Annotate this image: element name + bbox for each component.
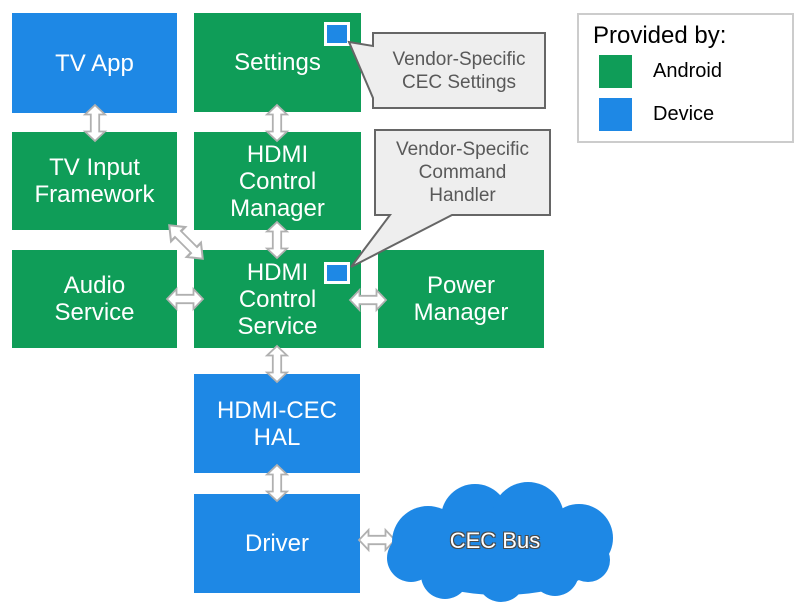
node-hdmi-control-manager: HDMI Control Manager (194, 132, 361, 230)
node-driver: Driver (194, 494, 360, 593)
node-tv-app-label: TV App (55, 49, 134, 77)
legend-title: Provided by: (593, 22, 727, 49)
node-hdmi-control-service: HDMI Control Service (194, 250, 361, 348)
legend-item-android: Android (599, 55, 722, 88)
node-power-manager-label: Power Manager (413, 272, 509, 326)
callout-cec-settings-label: Vendor-Specific CEC Settings (392, 48, 526, 93)
node-audio-service-label: Audio Service (54, 272, 135, 326)
node-hdmi-control-manager-label: HDMI Control Manager (230, 140, 325, 222)
settings-vendor-marker-icon (324, 22, 350, 46)
node-power-manager: Power Manager (378, 250, 544, 348)
arrow-hdmicontrolmanager-hdmicontrolservice-icon (266, 221, 288, 259)
node-cec-bus-label: CEC Bus (449, 528, 541, 553)
node-tv-app: TV App (12, 13, 177, 113)
callout-command-handler-text: Vendor-Specific Command Handler (375, 130, 550, 215)
node-hdmi-cec-hal: HDMI-CEC HAL (194, 374, 360, 473)
node-driver-label: Driver (245, 530, 309, 557)
arrow-hal-driver-icon (266, 464, 288, 502)
callout-cec-settings: Vendor-Specific CEC Settings (340, 25, 552, 117)
callout-cec-settings-bubble (347, 32, 546, 109)
node-tv-input-framework: TV Input Framework (12, 132, 177, 230)
cec-bus-cloud-icon (387, 482, 613, 602)
arrow-hdmicontrolservice-powermanager-icon (349, 289, 387, 311)
arrow-tvapp-tvinputframework-icon (84, 104, 106, 142)
node-hdmi-cec-hal-label: HDMI-CEC HAL (217, 396, 337, 451)
legend-android-label: Android (653, 60, 722, 82)
node-audio-service: Audio Service (12, 250, 177, 348)
service-vendor-marker-icon (324, 262, 350, 284)
arrow-settings-hdmicontrolmanager-icon (266, 104, 288, 142)
android-color-swatch (599, 55, 632, 88)
arrow-hdmicontrolservice-hal-icon (266, 345, 288, 383)
arrow-audioservice-hdmicontrolservice-icon (166, 288, 204, 310)
callout-command-handler-bubble (350, 129, 551, 268)
callout-command-handler: Vendor-Specific Command Handler (346, 126, 558, 274)
callout-cec-settings-text: Vendor-Specific CEC Settings (373, 33, 545, 108)
node-settings-label: Settings (234, 49, 321, 76)
legend-item-device: Device (599, 98, 714, 131)
node-tv-input-framework-label: TV Input Framework (34, 154, 155, 208)
node-hdmi-control-service-label: HDMI Control Service (237, 258, 318, 340)
legend: Provided by: Android Device (577, 13, 794, 143)
legend-device-label: Device (653, 103, 715, 125)
device-color-swatch (599, 98, 632, 131)
callout-command-handler-label: Vendor-Specific Command Handler (395, 139, 530, 206)
